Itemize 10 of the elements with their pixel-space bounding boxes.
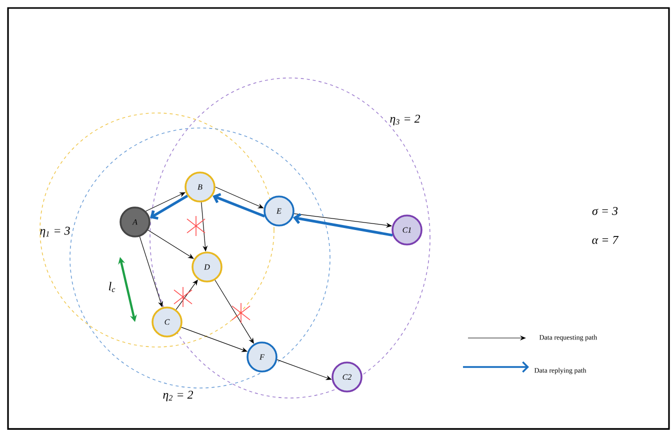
arrow: [150, 194, 188, 220]
parameter-label: σ = 3: [592, 206, 618, 215]
parameter-label: η$_{1}$ = 3: [40, 226, 70, 238]
parameter-label: α = 7: [592, 236, 619, 244]
arrow: [148, 230, 194, 259]
parameter-label: η$_{2}$ = 2: [163, 390, 194, 402]
arrow: [212, 192, 266, 218]
arrow: [292, 213, 393, 237]
parameter-label: l$_{c}$: [108, 282, 116, 292]
parameter-label: η$_{3}$ = 2: [390, 114, 420, 126]
